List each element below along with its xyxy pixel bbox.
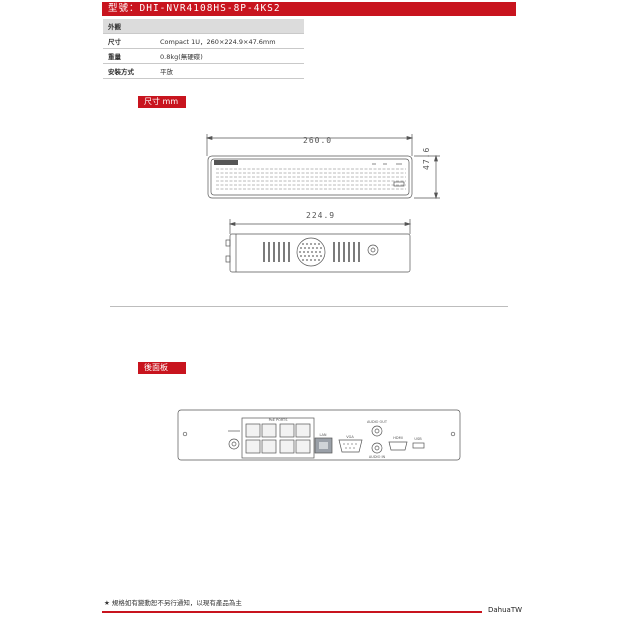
spec-section-title: 外觀 <box>103 19 304 34</box>
width-dimension-label: 260.0 <box>303 136 333 145</box>
hdmi-label: HDMI <box>393 436 402 440</box>
depth-dimension-label: 224.9 <box>306 211 336 220</box>
spec-row: 重量 0.8kg(無硬碟) <box>103 48 304 64</box>
spec-value: Compact 1U，260×224.9×47.6mm <box>155 33 304 49</box>
poe-ports <box>245 423 311 454</box>
poe-label: PoE PORTS <box>269 418 289 422</box>
spec-row: 尺寸 Compact 1U，260×224.9×47.6mm <box>103 33 304 49</box>
vga-port <box>338 439 363 453</box>
spec-value: 平放 <box>155 63 304 79</box>
hdmi-port <box>388 441 408 451</box>
height-dimension-label: 47.6 <box>422 146 431 170</box>
usb-label: USB <box>414 437 422 441</box>
rear-panel-section-tag: 後面板 <box>138 362 186 374</box>
model-title: 型號：DHI-NVR4108HS-8P-4KS2 <box>108 3 281 14</box>
spec-row: 安裝方式 平放 <box>103 63 304 79</box>
usb-port <box>412 442 425 449</box>
spec-value: 0.8kg(無硬碟) <box>155 48 304 64</box>
brand-logo <box>214 160 238 165</box>
lan-label: LAN <box>319 433 326 437</box>
disclaimer-note: ★ 規格如有變動恕不另行通知，以現有產品為主 <box>104 599 242 607</box>
front-view-drawing <box>205 134 440 200</box>
dimension-section-tag: 尺寸 mm <box>138 96 186 108</box>
audio-out-label: AUDIO OUT <box>367 420 388 424</box>
rear-panel-drawing: PoE PORTS LAN VGA AUDIO OUT AUDIO IN HDM… <box>177 409 461 461</box>
model-header-bar <box>102 2 516 16</box>
spec-key: 安裝方式 <box>103 63 155 79</box>
spec-section-row: 外觀 <box>103 19 304 34</box>
side-view-drawing <box>225 219 412 273</box>
spec-key: 尺寸 <box>103 33 155 49</box>
footer-red-line <box>102 611 482 613</box>
footer-brand: DahuaTW <box>488 606 523 614</box>
section-divider <box>110 306 508 307</box>
audio-in-label: AUDIO IN <box>369 455 386 459</box>
spec-table: 外觀 尺寸 Compact 1U，260×224.9×47.6mm 重量 0.8… <box>103 19 304 79</box>
vga-label: VGA <box>346 435 354 439</box>
spec-key: 重量 <box>103 48 155 64</box>
